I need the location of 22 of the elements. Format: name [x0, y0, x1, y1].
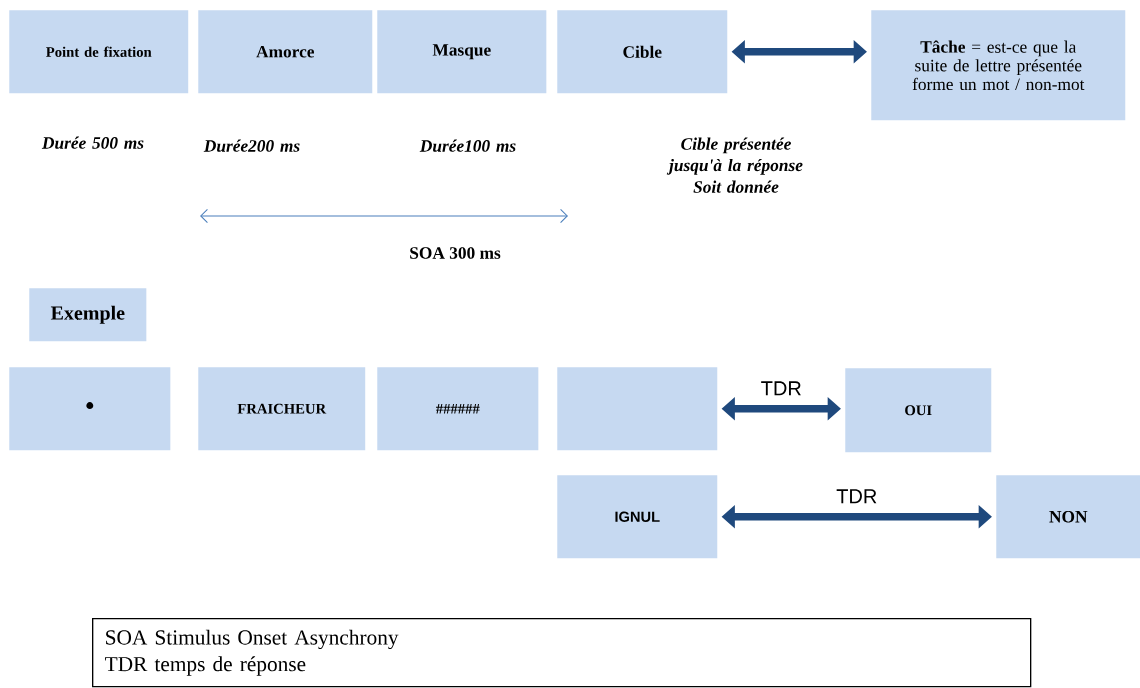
duration-text: Cible présentée jusqu'à la réponse [666, 137, 803, 175]
stimulus-box: FRAICHEUR [198, 367, 366, 451]
stimulus-box: Point de fixation [9, 10, 189, 94]
duration-text: Durée100 ms [419, 139, 516, 152]
task-box: Tâche = est-ce que la suite de lettre présentée forme un mot / non-mot [871, 10, 1126, 121]
stimulus-box: IGNUL [557, 475, 718, 559]
duration-text: Soit donnée [693, 180, 779, 193]
note-box: SOA Stimulus Onset Asynchrony TDR temps de réponse [92, 618, 1032, 688]
response-box: NON [996, 475, 1140, 559]
stimulus-box: Masque [377, 10, 547, 94]
stimulus-box: Amorce [198, 10, 373, 94]
duration-text: Durée 500 ms [41, 136, 144, 149]
stimulus-box: Cible [557, 10, 728, 94]
stimulus-box: • [9, 367, 171, 451]
stimulus-box: ###### [377, 367, 539, 451]
stimulus-box [557, 367, 718, 451]
response-box: OUI [845, 368, 992, 453]
duration-text: Durée200 ms [203, 139, 300, 152]
interval-label: SOA 300 ms [410, 247, 501, 259]
edge-label: TDR [759, 380, 804, 397]
edge-label: TDR [834, 488, 879, 505]
heading-box: Exemple [29, 288, 147, 342]
